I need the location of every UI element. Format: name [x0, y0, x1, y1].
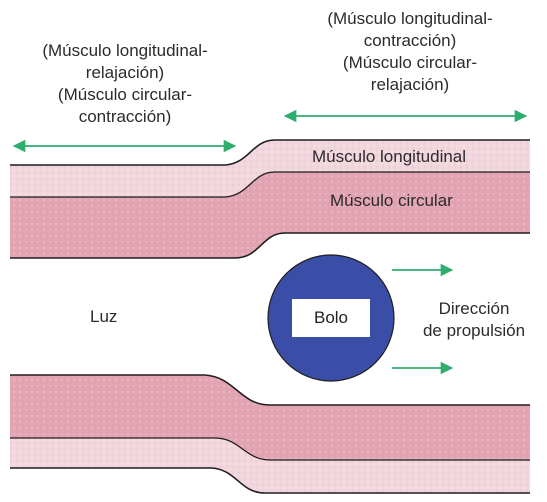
bolus-label: Bolo — [292, 299, 370, 337]
circular-muscle-label: Músculo circular — [330, 190, 453, 212]
left-annotation-line4: contracción) — [20, 106, 230, 128]
left-annotation: (Músculo longitudinal- relajación) (Músc… — [20, 40, 230, 128]
bottom-wall-texture — [10, 375, 530, 493]
propulsion-direction-label: Dirección de propulsión — [408, 298, 540, 342]
lumen-label: Luz — [90, 306, 117, 328]
left-annotation-line1: (Músculo longitudinal- — [20, 40, 230, 62]
right-annotation-line3: (Músculo circular- — [305, 52, 515, 74]
longitudinal-muscle-label: Músculo longitudinal — [312, 146, 466, 168]
left-annotation-line3: (Músculo circular- — [20, 84, 230, 106]
right-annotation-line2: contracción) — [305, 30, 515, 52]
right-annotation-line4: relajación) — [305, 74, 515, 96]
right-annotation-line1: (Músculo longitudinal- — [305, 8, 515, 30]
propulsion-direction-line1: Dirección — [408, 298, 540, 320]
propulsion-direction-line2: de propulsión — [408, 320, 540, 342]
left-annotation-line2: relajación) — [20, 62, 230, 84]
right-annotation: (Músculo longitudinal- contracción) (Mús… — [305, 8, 515, 96]
